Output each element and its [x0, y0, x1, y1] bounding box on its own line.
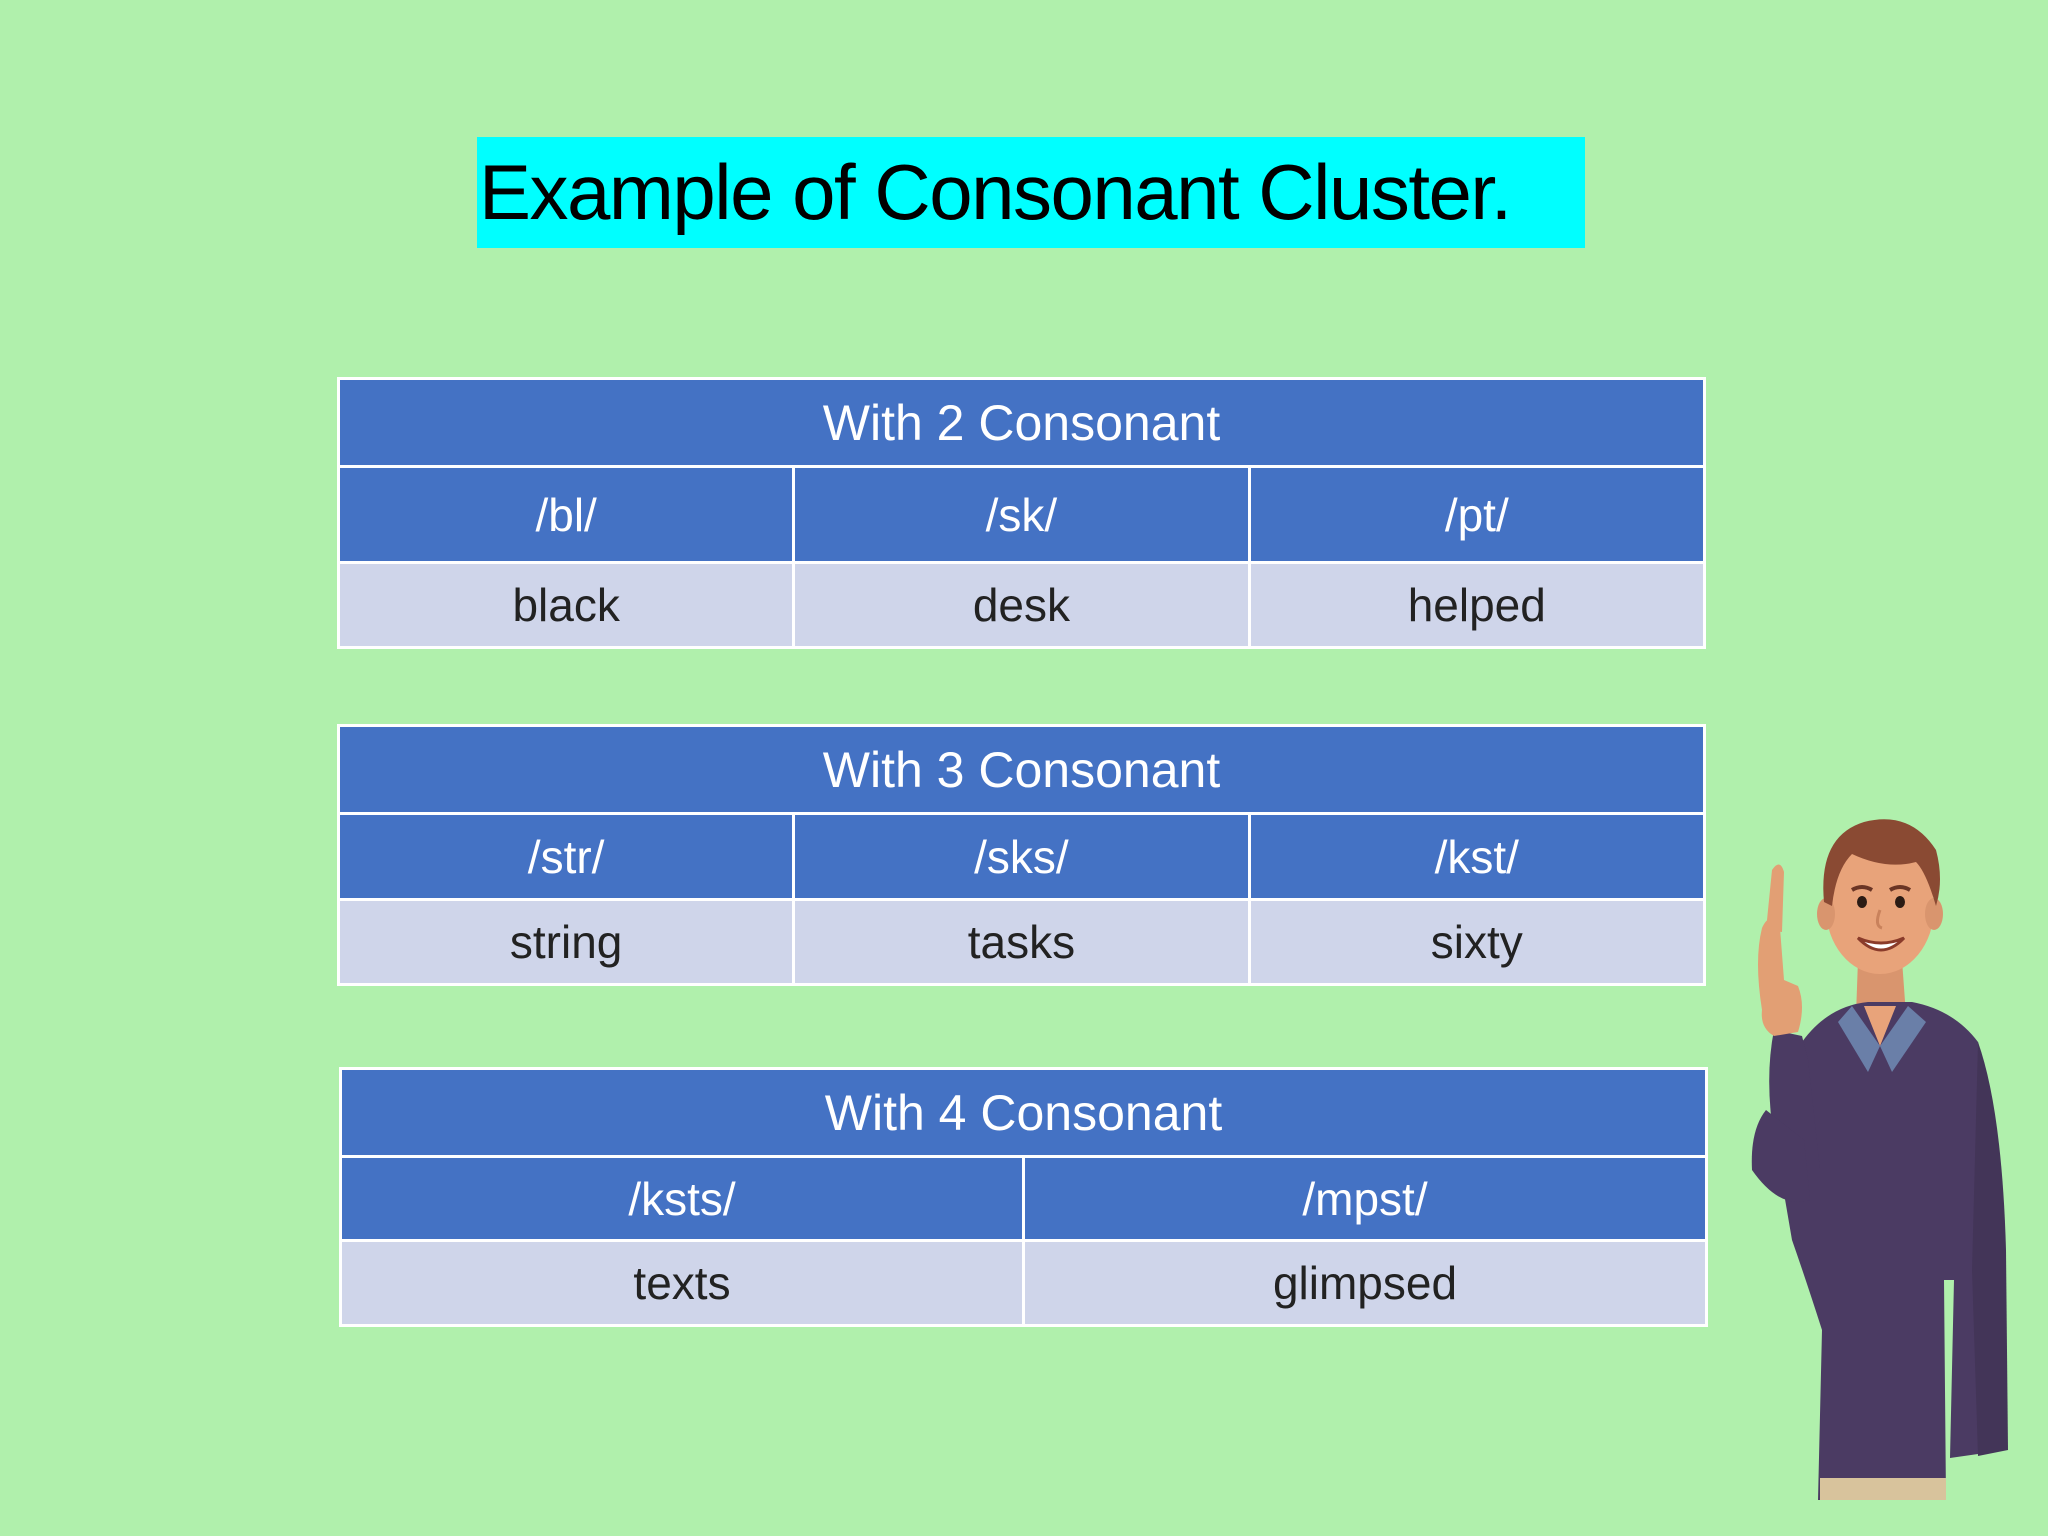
slide-title: Example of Consonant Cluster. [477, 137, 1585, 248]
cluster-cell: /kst/ [1247, 812, 1707, 901]
cluster-cell: /sks/ [792, 812, 1251, 901]
example-word-cell: glimpsed [1022, 1239, 1708, 1327]
cluster-cell: /ksts/ [339, 1155, 1025, 1242]
example-word-cell: texts [339, 1239, 1025, 1327]
consonant-table-2: With 2 Consonant /bl/ /sk/ /pt/ black de… [336, 377, 1707, 649]
example-word-cell: tasks [792, 898, 1251, 986]
cluster-cell: /pt/ [1247, 465, 1707, 564]
table-heading: With 2 Consonant [337, 377, 1706, 468]
example-word-cell: helped [1247, 561, 1707, 649]
table-heading: With 4 Consonant [339, 1067, 1708, 1158]
table-heading: With 3 Consonant [337, 724, 1706, 815]
example-word-cell: desk [792, 561, 1251, 649]
consonant-table-3: With 3 Consonant /str/ /sks/ /kst/ strin… [336, 724, 1707, 986]
cluster-cell: /sk/ [792, 465, 1251, 564]
consonant-table-4: With 4 Consonant /ksts/ /mpst/ texts gli… [339, 1067, 1708, 1327]
cluster-cell: /bl/ [336, 465, 796, 564]
man-pointing-up-icon [1751, 819, 2008, 1500]
example-word-cell: sixty [1247, 898, 1707, 986]
cluster-cell: /mpst/ [1022, 1155, 1708, 1242]
example-word-cell: string [336, 898, 796, 986]
example-word-cell: black [336, 561, 796, 649]
cluster-cell: /str/ [336, 812, 796, 901]
